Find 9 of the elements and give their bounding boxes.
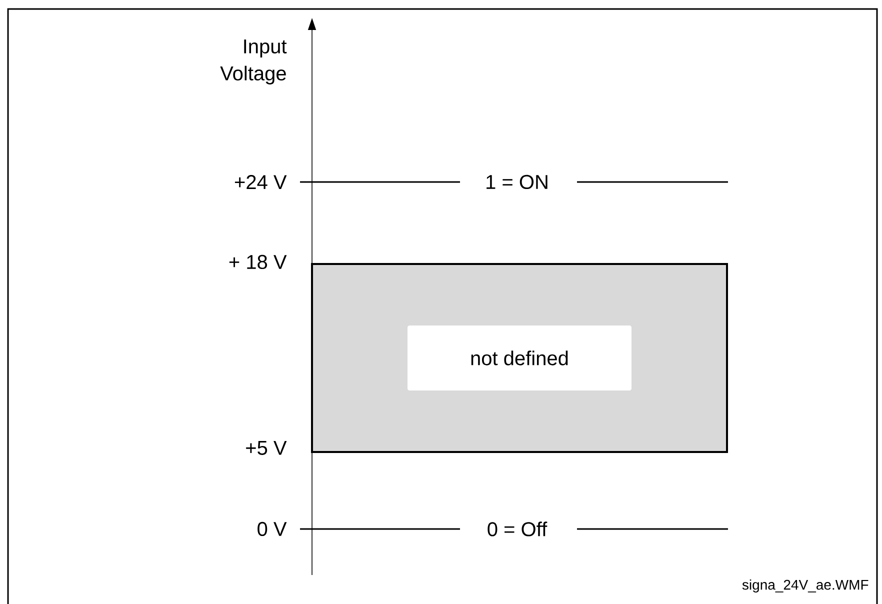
shaded-region: not defined — [311, 263, 728, 453]
state-label: 0 = Off — [488, 522, 548, 536]
voltage-label: 0 V — [258, 522, 287, 536]
axis-title: Input Voltage — [220, 40, 287, 84]
voltage-label: + 18 V — [229, 254, 287, 270]
file-name: signa_24V_ae.WMF — [742, 579, 868, 592]
state-label: 1 = ON — [486, 174, 548, 190]
voltage-label: +24 V — [234, 175, 287, 189]
voltage-label: +5 V — [246, 441, 287, 455]
